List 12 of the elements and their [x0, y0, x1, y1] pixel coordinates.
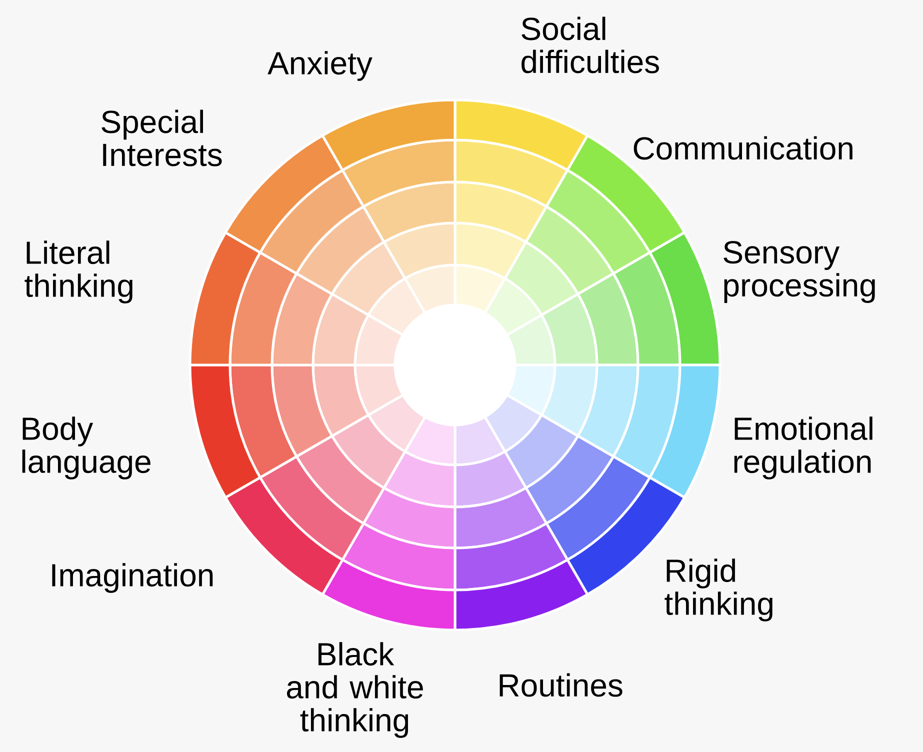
sector-label: Sensory processing [724, 241, 875, 303]
sector-label: Special Interests [102, 110, 222, 166]
sector-label: Imagination [52, 563, 213, 593]
sector-label: Communication [634, 136, 852, 160]
sector-label: Rigid thinking [664, 558, 772, 622]
sector-label: Body language [22, 416, 150, 480]
sector-label: Emotional regulation [734, 416, 872, 480]
sector-label: Social difficulties [522, 16, 659, 74]
sector-label: Routines [500, 673, 622, 697]
sector-label: Black and white thinking [287, 642, 423, 738]
sector-label: Literal thinking [24, 240, 132, 304]
sector-label: Anxiety [268, 51, 372, 81]
